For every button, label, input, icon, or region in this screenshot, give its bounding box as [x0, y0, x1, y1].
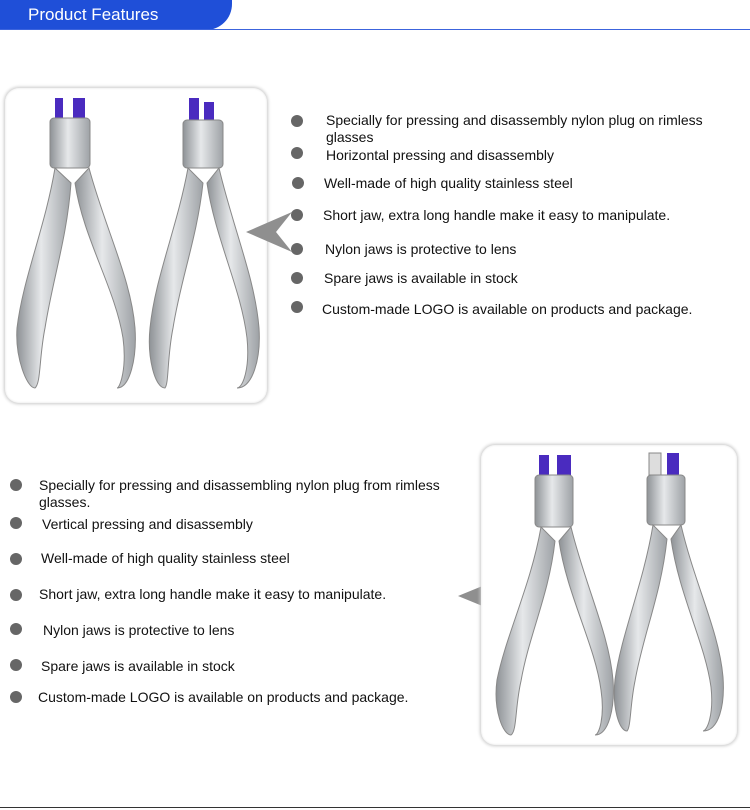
pliers-photo-vertical	[481, 445, 737, 745]
pliers-image	[613, 452, 724, 732]
bullet-dot-icon	[10, 691, 22, 703]
feature-item: Spare jaws is available in stock	[324, 270, 518, 286]
bullet-dot-icon	[291, 115, 303, 127]
bullet-dot-icon	[291, 272, 303, 284]
header-tab: Product Features	[0, 0, 232, 30]
feature-item: Nylon jaws is protective to lens	[43, 622, 235, 638]
bullet-dot-icon	[291, 209, 303, 221]
bullet-dot-icon	[10, 479, 22, 491]
bullet-dot-icon	[10, 589, 22, 601]
feature-item: Custom-made LOGO is available on product…	[38, 689, 409, 705]
bullet-dot-icon	[10, 553, 22, 565]
pliers-image	[495, 455, 614, 736]
feature-item: Short jaw, extra long handle make it eas…	[39, 586, 387, 602]
header-divider	[0, 29, 750, 30]
feature-item: Well-made of high quality stainless stee…	[324, 175, 573, 191]
bullet-dot-icon	[10, 517, 22, 529]
feature-item: Specially for pressing and disassembly n…	[326, 112, 703, 145]
feature-item: Nylon jaws is protective to lens	[325, 241, 517, 257]
bullet-dot-icon	[10, 659, 22, 671]
feature-item: Short jaw, extra long handle make it eas…	[323, 207, 671, 223]
pliers-image	[148, 98, 260, 389]
bullet-dot-icon	[292, 177, 304, 189]
feature-item: Spare jaws is available in stock	[41, 658, 235, 674]
pliers-photo-horizontal	[5, 88, 267, 403]
footer-divider	[0, 807, 750, 808]
bullet-dot-icon	[291, 243, 303, 255]
feature-item: Custom-made LOGO is available on product…	[322, 301, 693, 317]
feature-item: Well-made of high quality stainless stee…	[41, 550, 290, 566]
feature-item: Specially for pressing and disassembling…	[39, 477, 440, 510]
bullet-dot-icon	[291, 301, 303, 313]
feature-item: Vertical pressing and disassembly	[42, 516, 253, 532]
feature-item: Horizontal pressing and disassembly	[326, 147, 554, 163]
triangle-pointer-icon	[246, 212, 292, 252]
bullet-dot-icon	[291, 147, 303, 159]
page-title: Product Features	[28, 5, 159, 24]
bullet-dot-icon	[10, 623, 22, 635]
pliers-image	[16, 98, 136, 389]
